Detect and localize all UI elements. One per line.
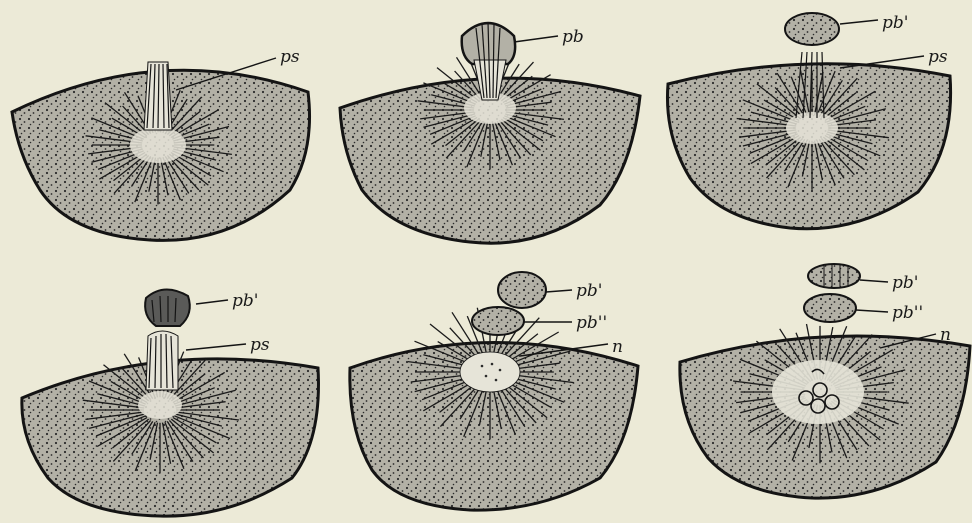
label-ps: ps <box>250 335 270 355</box>
polar-body-first <box>498 272 546 308</box>
figure-6: pb' pb'' n <box>680 264 970 498</box>
label-n: n <box>612 337 623 357</box>
aster-center <box>130 127 186 163</box>
polar-body-first <box>808 264 860 288</box>
label-pb: pb <box>562 27 584 47</box>
leader-line <box>860 280 888 282</box>
aster-center <box>786 112 838 144</box>
label-pb2: pb'' <box>576 313 607 333</box>
figure-4: pb' ps <box>22 289 319 516</box>
leader-line <box>514 36 558 42</box>
label-ps: ps <box>928 47 948 67</box>
label-pb1: pb' <box>882 13 908 33</box>
label-n: n <box>940 325 951 345</box>
figure-5: pb' pb'' n <box>350 272 638 510</box>
label-pb1: pb' <box>232 291 258 311</box>
figure-2: pb <box>340 22 640 243</box>
leader-line <box>196 300 228 304</box>
aster-center <box>138 391 182 419</box>
leader-line <box>186 344 246 350</box>
figure-1: ps <box>12 47 310 240</box>
label-ps: ps <box>280 47 300 67</box>
polar-body <box>785 13 839 45</box>
polar-body-second <box>804 294 856 322</box>
leader-line <box>856 310 888 312</box>
figure-3: pb' ps <box>667 13 950 229</box>
label-pb1: pb' <box>892 273 918 293</box>
nucleus <box>460 352 520 392</box>
polar-body-second <box>472 307 524 335</box>
label-pb1: pb' <box>576 281 602 301</box>
leader-line <box>546 290 572 292</box>
label-pb2: pb'' <box>892 303 923 323</box>
leader-line <box>840 20 878 24</box>
